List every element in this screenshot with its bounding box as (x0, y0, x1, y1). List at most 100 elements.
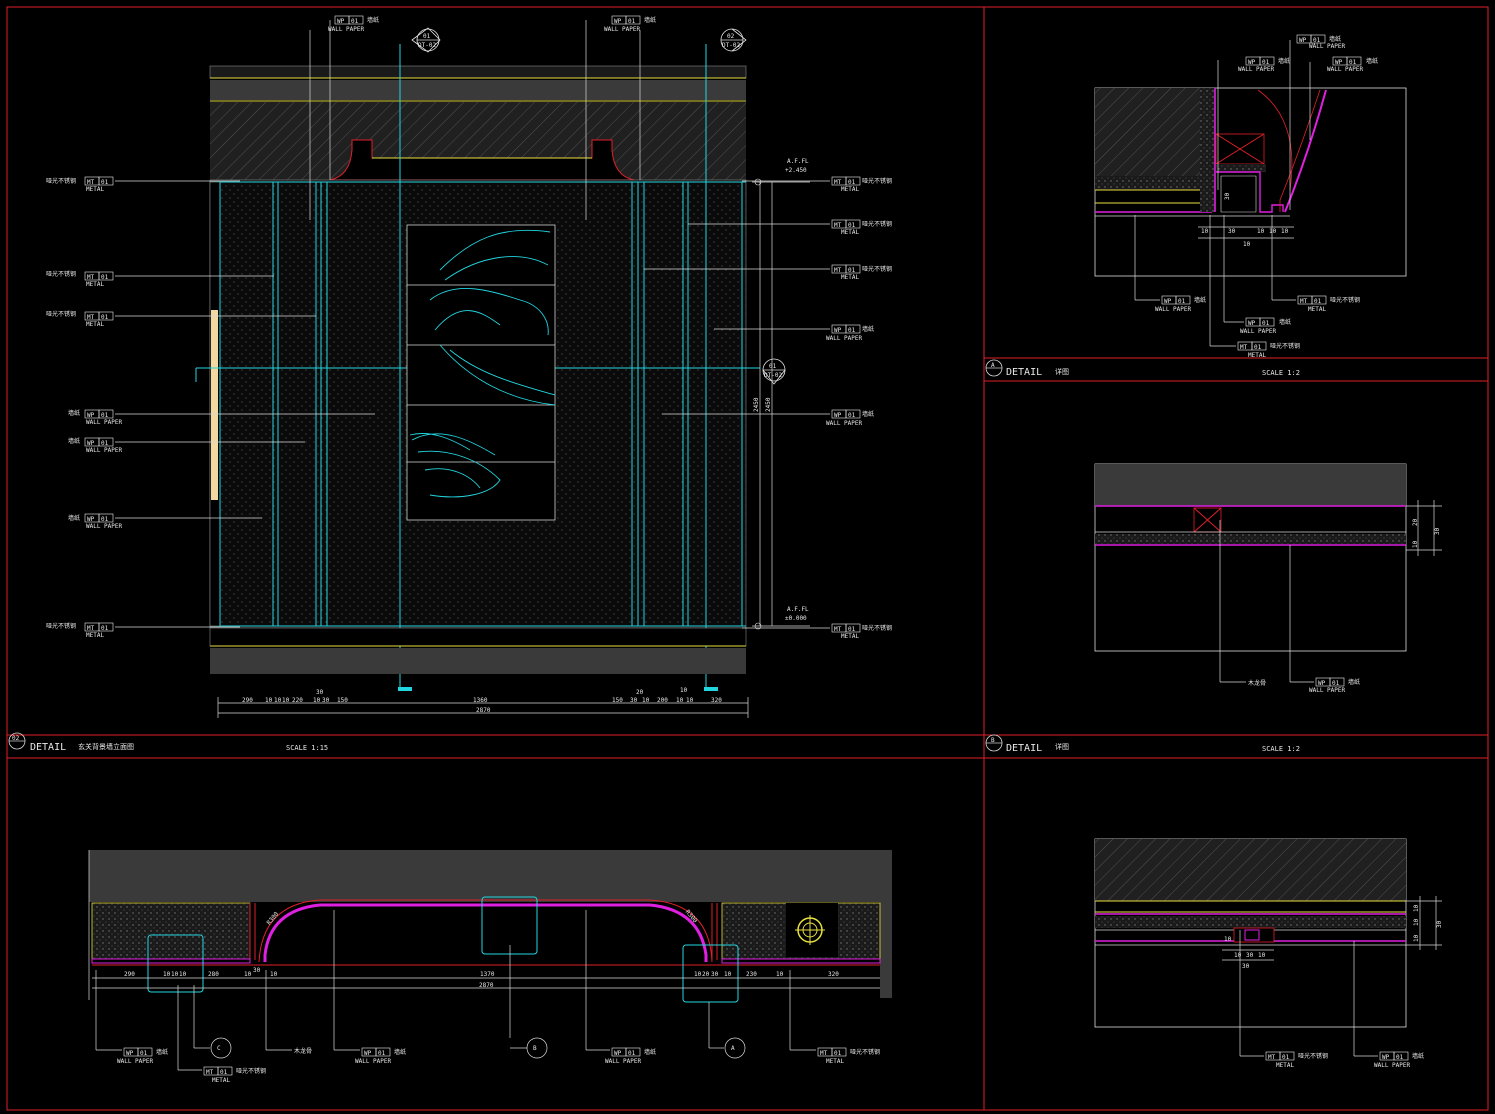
svg-text:280: 280 (208, 971, 219, 978)
svg-text:+2.450: +2.450 (785, 167, 807, 174)
svg-text:墙纸: 墙纸 (394, 1048, 406, 1056)
svg-text:01: 01 (628, 18, 636, 25)
svg-text:墙纸: 墙纸 (644, 16, 656, 24)
svg-text:详图: 详图 (1055, 742, 1069, 751)
svg-text:01: 01 (1262, 59, 1270, 66)
svg-text:墙纸: 墙纸 (367, 16, 379, 24)
svg-text:墙纸: 墙纸 (1278, 57, 1290, 65)
svg-text:哑光不锈钢: 哑光不锈钢 (1298, 1052, 1328, 1060)
svg-text:10: 10 (313, 697, 321, 704)
svg-text:10: 10 (1413, 918, 1420, 926)
svg-text:墙纸: 墙纸 (1329, 35, 1341, 43)
svg-text:01: 01 (848, 412, 856, 419)
svg-text:DT-02: DT-02 (764, 372, 782, 379)
svg-text:30: 30 (253, 967, 261, 974)
svg-text:METAL: METAL (86, 281, 104, 288)
section-marker-right: 01 DT-02 (762, 358, 786, 385)
artwork-panel (406, 224, 556, 521)
svg-text:01: 01 (848, 327, 856, 334)
svg-text:30: 30 (1228, 228, 1236, 235)
svg-text:01: 01 (101, 625, 109, 632)
detail-a-title-block: A DETAIL 详图 SCALE 1:2 (985, 359, 1300, 378)
svg-text:木龙骨: 木龙骨 (294, 1047, 312, 1055)
svg-text:30: 30 (1434, 527, 1441, 535)
svg-text:WALL PAPER: WALL PAPER (605, 1058, 642, 1065)
svg-text:WALL PAPER: WALL PAPER (1309, 687, 1346, 694)
svg-text:C: C (217, 1045, 221, 1052)
svg-text:METAL: METAL (841, 274, 859, 281)
svg-text:哑光不锈钢: 哑光不锈钢 (46, 622, 76, 630)
svg-text:MT: MT (834, 267, 842, 274)
svg-text:10: 10 (171, 971, 179, 978)
svg-text:01: 01 (1262, 320, 1270, 327)
svg-text:02: 02 (727, 33, 735, 40)
svg-text:10: 10 (282, 697, 290, 704)
svg-text:10: 10 (1258, 952, 1266, 959)
svg-text:10: 10 (724, 971, 732, 978)
svg-text:10: 10 (265, 697, 273, 704)
svg-text:详图: 详图 (1055, 367, 1069, 376)
svg-text:WP: WP (834, 412, 842, 419)
svg-text:±0.000: ±0.000 (785, 615, 807, 622)
svg-text:1360: 1360 (473, 697, 488, 704)
svg-text:WALL PAPER: WALL PAPER (1238, 66, 1275, 73)
svg-text:10: 10 (179, 971, 187, 978)
svg-text:墙纸: 墙纸 (1279, 318, 1291, 326)
svg-text:WP: WP (364, 1050, 372, 1057)
svg-text:01: 01 (101, 440, 109, 447)
svg-text:MT: MT (87, 274, 95, 281)
svg-text:10: 10 (1281, 228, 1289, 235)
sheet-frame (6, 6, 1489, 1111)
svg-text:墙纸: 墙纸 (862, 410, 874, 418)
svg-text:SCALE 1:2: SCALE 1:2 (1262, 745, 1300, 753)
svg-text:150: 150 (612, 697, 623, 704)
svg-text:01: 01 (848, 267, 856, 274)
svg-text:01: 01 (101, 179, 109, 186)
svg-text:WP: WP (1248, 320, 1256, 327)
svg-text:DT-02: DT-02 (722, 42, 740, 49)
plan-drawing: R300 R300 290 10 10 10 280 10 30 10 1370… (88, 850, 892, 1084)
svg-text:1370: 1370 (480, 971, 495, 978)
svg-text:01: 01 (1254, 344, 1262, 351)
svg-text:30: 30 (1224, 192, 1231, 200)
svg-text:30: 30 (316, 689, 324, 696)
svg-text:01: 01 (848, 179, 856, 186)
svg-text:METAL: METAL (841, 229, 859, 236)
svg-text:WP: WP (87, 440, 95, 447)
svg-text:SCALE 1:2: SCALE 1:2 (1262, 369, 1300, 377)
svg-text:哑光不锈钢: 哑光不锈钢 (862, 624, 892, 632)
svg-text:01: 01 (1349, 59, 1357, 66)
svg-text:墙纸: 墙纸 (644, 1048, 656, 1056)
svg-text:哑光不锈钢: 哑光不锈钢 (236, 1067, 266, 1075)
svg-text:WP: WP (126, 1050, 134, 1057)
elevation-drawing: 01 DT-02 02 DT-02 01 DT-02 A.F.FL +2.450… (46, 15, 892, 718)
svg-text:10: 10 (270, 971, 278, 978)
elevation-title-block: 02 DETAIL 玄关背景墙立面图 SCALE 1:15 (8, 732, 328, 753)
svg-text:10: 10 (1224, 936, 1232, 943)
svg-text:320: 320 (711, 697, 722, 704)
svg-text:WP: WP (87, 412, 95, 419)
svg-text:20: 20 (636, 689, 644, 696)
svg-text:WP: WP (614, 18, 622, 25)
svg-text:WP: WP (614, 1050, 622, 1057)
svg-text:MT: MT (1268, 1054, 1276, 1061)
svg-text:2870: 2870 (476, 707, 491, 714)
svg-text:MT: MT (1240, 344, 1248, 351)
svg-text:哑光不锈钢: 哑光不锈钢 (1330, 296, 1360, 304)
svg-text:30: 30 (1246, 952, 1254, 959)
svg-text:墙纸: 墙纸 (1366, 57, 1378, 65)
svg-text:A.F.FL: A.F.FL (787, 606, 809, 613)
svg-text:10: 10 (676, 697, 684, 704)
svg-text:01: 01 (220, 1069, 228, 1076)
svg-text:WP: WP (1335, 59, 1343, 66)
svg-text:01: 01 (101, 274, 109, 281)
svg-text:B: B (533, 1045, 537, 1052)
svg-text:10: 10 (1243, 241, 1251, 248)
svg-text:哑光不锈钢: 哑光不锈钢 (46, 270, 76, 278)
svg-text:WP: WP (1164, 298, 1172, 305)
svg-text:01: 01 (101, 516, 109, 523)
